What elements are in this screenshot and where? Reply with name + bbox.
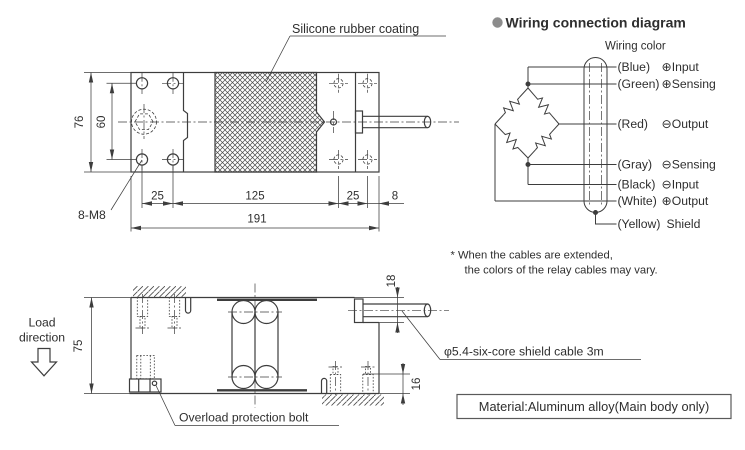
mounting-hatch-top: [133, 286, 186, 298]
mounting-bolt-holes: [135, 72, 184, 171]
coating-callout: Silicone rubber coating: [265, 22, 446, 83]
material-note-text: Material:Aluminum alloy(Main body only): [479, 399, 709, 414]
load-direction-line2: direction: [19, 331, 65, 345]
wire-signal-label: ⊕Input: [662, 60, 700, 74]
overload-bolt: [128, 355, 162, 393]
wire-color-label: (Gray): [618, 158, 653, 172]
dim-25-right: 25: [347, 191, 360, 203]
wire-color-label: (Blue): [618, 60, 651, 74]
top-view: Silicone rubber coating 76 60 25: [74, 22, 459, 232]
top-slot: [184, 297, 192, 314]
wire-signal-label: Shield: [667, 217, 701, 231]
wiring-color-subtitle: Wiring color: [605, 41, 666, 53]
cable-top-view: [354, 110, 432, 134]
dim-60: 60: [96, 116, 108, 129]
shield-cable-oval: [583, 57, 608, 213]
dim-8: 8: [392, 191, 398, 203]
bridge-circuit: [494, 57, 617, 225]
bolt-spec-label: 8-M8: [78, 208, 106, 222]
wire-signal-label: ⊕Output: [662, 194, 709, 208]
dim-125: 125: [245, 191, 264, 203]
load-direction: Load direction: [19, 316, 65, 377]
flexure-cutout: [228, 283, 282, 408]
wire-signal-label: ⊖Output: [662, 117, 709, 131]
wiring-note-line2: the colors of the relay cables may vary.: [465, 265, 658, 277]
overload-label: Overload protection bolt: [179, 411, 309, 425]
hidden-holes-side-top: [135, 294, 182, 334]
resistor-icon: [531, 93, 556, 119]
wiring-rows: (Blue) ⊕Input (Green) ⊕Sensing (Red) ⊖Ou…: [618, 60, 716, 231]
overload-callout: Overload protection bolt: [155, 385, 339, 426]
hex-socket: [131, 104, 157, 139]
wiring-note-line1: * When the cables are extended,: [451, 250, 613, 262]
dimension-lines-top: 76 60 25 125 25 8 191 8-M8: [74, 72, 404, 232]
top-view-body: [118, 71, 459, 173]
load-direction-arrow-icon: [30, 347, 58, 377]
bullet-icon: [492, 17, 503, 28]
dim-18: 18: [386, 275, 398, 288]
wiring-title: Wiring connection diagram Wiring color: [492, 15, 686, 53]
wire-color-label: (Red): [618, 117, 648, 131]
coating-label: Silicone rubber coating: [292, 22, 419, 36]
dim-75: 75: [73, 340, 85, 353]
wire-signal-label: ⊕Sensing: [662, 77, 716, 91]
dim-191: 191: [247, 214, 266, 226]
wire-signal-label: ⊖Sensing: [662, 158, 716, 172]
wire-color-label: (White): [618, 194, 657, 208]
load-direction-line1: Load: [28, 316, 55, 330]
cable-gland-flange: [353, 298, 364, 324]
hidden-bolt-holes: [329, 73, 377, 169]
wire-signal-label: ⊖Input: [662, 178, 700, 192]
wiring-note: * When the cables are extended, the colo…: [451, 250, 658, 277]
wire-yellow: [595, 212, 617, 225]
wire-color-label: (Yellow): [618, 217, 661, 231]
bottom-slot: [320, 377, 328, 394]
dim-25-left: 25: [151, 191, 164, 203]
wiring-diagram: Wiring connection diagram Wiring color: [451, 15, 716, 277]
cable-callout: φ5.4-six-core shield cable 3m: [401, 310, 641, 360]
dim-16: 16: [411, 378, 423, 391]
dimension-lines-side: 75 18 16: [73, 275, 423, 405]
resistor-icon: [499, 128, 524, 154]
mounting-hatch-bottom: [322, 394, 384, 406]
dim-76: 76: [74, 116, 86, 129]
material-note-box: Material:Aluminum alloy(Main body only): [456, 393, 732, 420]
resistor-icon: [499, 93, 524, 119]
wiring-title-text: Wiring connection diagram: [506, 15, 686, 31]
left-block-step: [182, 72, 189, 172]
resistor-icon: [531, 128, 556, 154]
wire-color-label: (Green): [618, 77, 660, 91]
side-view-body: [84, 286, 449, 406]
hidden-holes-side-bottom: [328, 361, 375, 395]
cable-label: φ5.4-six-core shield cable 3m: [444, 345, 604, 359]
wire-color-label: (Black): [618, 178, 656, 192]
side-view: Overload protection bolt φ5.4-six-core s…: [19, 275, 641, 426]
